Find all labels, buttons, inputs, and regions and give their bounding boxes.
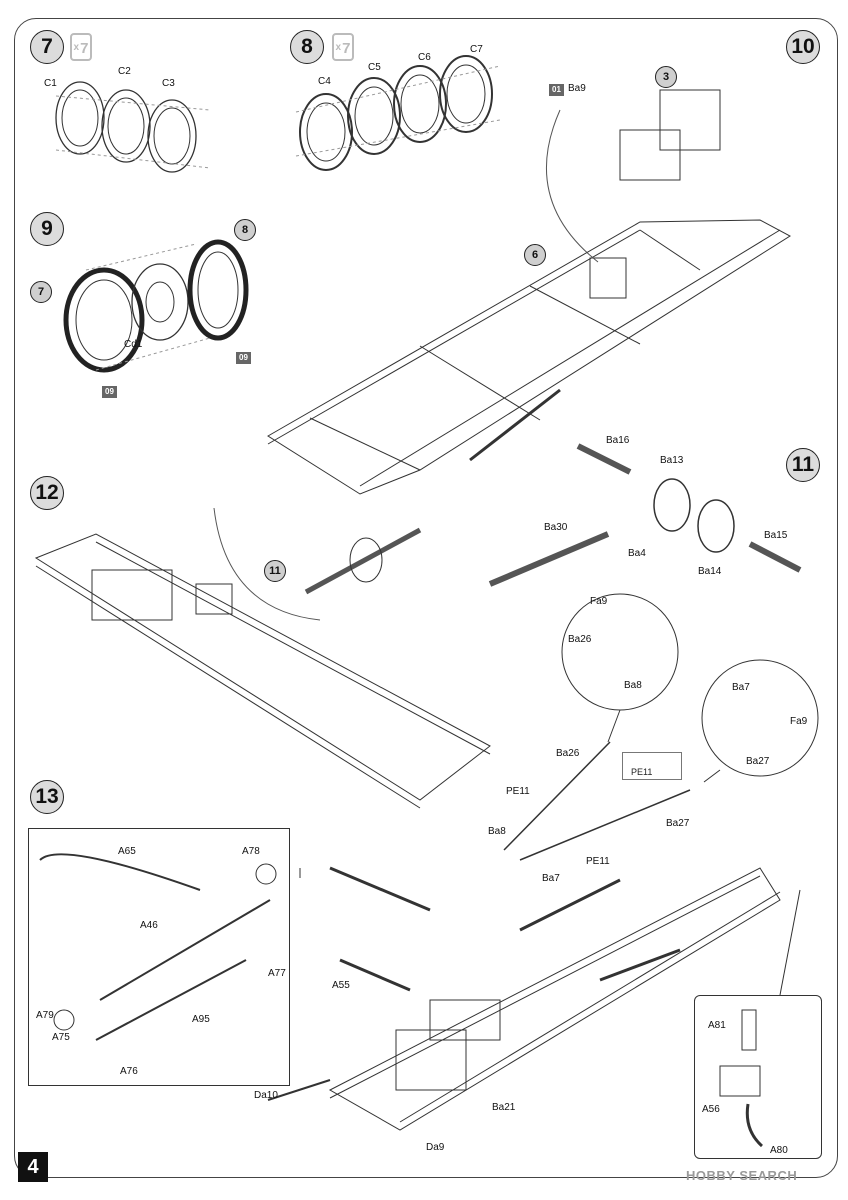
step10-chassis: [267, 89, 791, 495]
label-A46: A46: [140, 920, 158, 931]
step-8: 8: [290, 30, 324, 64]
label-Fa9-detail-b: Fa9: [790, 716, 808, 727]
label-Da10: Da10: [254, 1090, 278, 1101]
step7-rings: [55, 81, 211, 173]
label-C3: C3: [162, 78, 175, 89]
label-A80: A80: [770, 1145, 788, 1156]
step13-chassis: [267, 741, 781, 1131]
ref-circle-6: 6: [524, 244, 546, 266]
label-A75: A75: [52, 1032, 70, 1043]
label-C5: C5: [368, 62, 381, 73]
label-Ba14: Ba14: [698, 566, 722, 577]
step9-wheel: [63, 239, 249, 373]
label-Cd1: Cd1: [124, 339, 143, 350]
label-Ba21: Ba21: [492, 1102, 516, 1113]
label-Ba13: Ba13: [660, 455, 684, 466]
watermark: HOBBY SEARCH: [686, 1168, 798, 1183]
step13-subassembly-box: [28, 828, 290, 1086]
label-A55: A55: [332, 980, 350, 991]
label-Ba27-detail-b: Ba27: [746, 756, 770, 767]
label-Ba7-detail-b: Ba7: [732, 682, 750, 693]
color-tag-01: 01: [549, 84, 564, 96]
detail-b-parts: [719, 889, 801, 1148]
color-tag-09-b: 09: [102, 386, 117, 398]
step-7: 7: [30, 30, 64, 64]
label-Da9: Da9: [426, 1142, 445, 1153]
label-PE11-right: PE11: [586, 856, 610, 867]
label-Ba7: Ba7: [542, 873, 560, 884]
ref-circle-3: 3: [655, 66, 677, 88]
label-Ba27: Ba27: [666, 818, 690, 829]
label-PE11-left: PE11: [506, 786, 530, 797]
label-A56: A56: [702, 1104, 720, 1115]
step13-parts: [39, 853, 431, 1041]
label-C7: C7: [470, 44, 483, 55]
label-C4: C4: [318, 76, 331, 87]
ref-circle-8: 8: [234, 219, 256, 241]
label-Ba30: Ba30: [544, 522, 568, 533]
label-Ba9: Ba9: [568, 83, 586, 94]
label-A77: A77: [268, 968, 286, 979]
detail-circle-a: [561, 593, 679, 711]
label-Ba8-detail-a: Ba8: [624, 680, 642, 691]
label-A95: A95: [192, 1014, 210, 1025]
label-Ba15: Ba15: [764, 530, 788, 541]
label-A79: A79: [36, 1010, 54, 1021]
ref-circle-11: 11: [264, 560, 286, 582]
part-panel-PE11: PE11: [622, 752, 682, 780]
label-Ba4: Ba4: [628, 548, 646, 559]
page-number: 4: [18, 1152, 48, 1182]
page-frame: [14, 18, 838, 1178]
label-Ba8: Ba8: [488, 826, 506, 837]
label-Ba16: Ba16: [606, 435, 630, 446]
ref-circle-7: 7: [30, 281, 52, 303]
step-10: 10: [786, 30, 820, 64]
color-tag-09-a: 09: [236, 352, 251, 364]
label-Fa9-detail-a: Fa9: [590, 596, 608, 607]
detail-box-A81-A56-A80: [694, 995, 822, 1159]
label-Ba26: Ba26: [556, 748, 580, 759]
label-A78: A78: [242, 846, 260, 857]
label-C1: C1: [44, 78, 57, 89]
label-A81: A81: [708, 1020, 726, 1031]
label-C2: C2: [118, 66, 131, 77]
step-13: 13: [30, 780, 64, 814]
label-C6: C6: [418, 52, 431, 63]
detail-circle-b: [701, 659, 819, 777]
step-9: 9: [30, 212, 64, 246]
step12-chassis: [34, 507, 491, 809]
label-Ba26-detail-a: Ba26: [568, 634, 592, 645]
step11-axle: [488, 443, 802, 587]
step8-rings: [295, 55, 501, 171]
label-A76: A76: [120, 1066, 138, 1077]
step-12: 12: [30, 476, 64, 510]
label-PE11-panel: PE11: [631, 767, 653, 777]
label-A65: A65: [118, 846, 136, 857]
step-11: 11: [786, 448, 820, 482]
